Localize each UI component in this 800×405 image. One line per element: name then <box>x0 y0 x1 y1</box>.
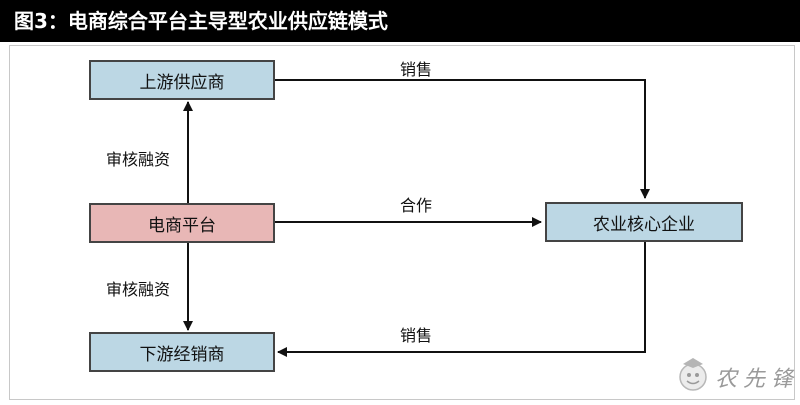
node-ecommerce-platform: 电商平台 <box>89 203 275 243</box>
watermark-logo-icon <box>679 358 707 391</box>
node-downstream-distributor: 下游经销商 <box>89 332 275 372</box>
node-core-enterprise: 农业核心企业 <box>545 202 743 242</box>
edge-label-review-upper: 审核融资 <box>106 150 171 169</box>
edge-label-cooperation: 合作 <box>400 196 433 215</box>
node-upstream-supplier: 上游供应商 <box>89 60 275 100</box>
edge-label-sales-top: 销售 <box>400 60 433 79</box>
edge-label-sales-bottom: 销售 <box>400 326 433 345</box>
edge-upstream-to-core <box>275 79 650 199</box>
edge-label-review-lower: 审核融资 <box>106 280 171 299</box>
page-title: 图3：电商综合平台主导型农业供应链模式 <box>0 0 800 42</box>
watermark-text: 农先锋 <box>715 367 800 392</box>
edge-core-to-downstream <box>277 242 646 357</box>
